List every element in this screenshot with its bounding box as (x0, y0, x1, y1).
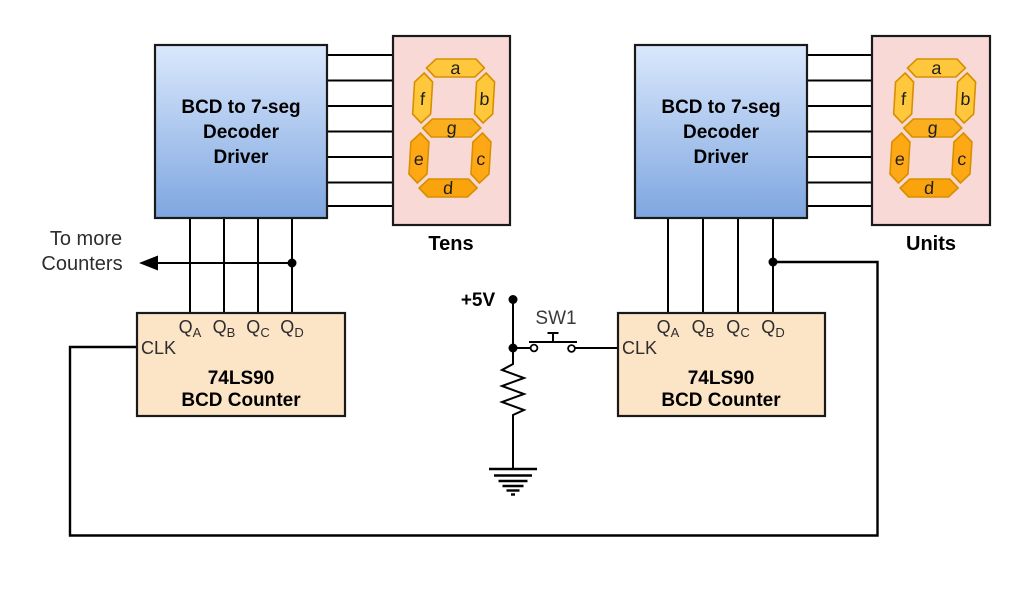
segment-b-label: b (960, 89, 971, 109)
segment-c (470, 131, 492, 185)
pin-qa: QA (179, 317, 202, 340)
decoder-label-line3: Driver (214, 147, 270, 168)
counter-type-label: BCD Counter (661, 390, 781, 411)
clock-input-network (489, 295, 618, 496)
segment-a (906, 58, 967, 78)
supply-5v-label: +5V (461, 290, 496, 311)
segment-e-label: e (894, 149, 905, 169)
to-more-counters-line1: To more (50, 228, 122, 250)
tens-segment-wires (327, 54, 394, 207)
switch-sw1-label: SW1 (535, 308, 576, 329)
decoder-box (633, 43, 809, 220)
decoder-label-line2: Decoder (683, 122, 760, 143)
tens-bcd-wires (189, 218, 293, 313)
segment-g (421, 118, 482, 138)
carry-feedback-wire (68, 257, 879, 537)
pulldown-resistor (499, 352, 527, 468)
segment-d-label: d (442, 178, 453, 198)
tens-display: a f b g e c d Tens (391, 34, 512, 255)
segment-g-label: g (927, 118, 938, 138)
segment-b (954, 71, 977, 125)
pin-clk: CLK (622, 338, 657, 358)
decoder-label-line1: BCD to 7-seg (661, 97, 780, 118)
units-caption: Units (906, 233, 956, 255)
units-segment-wires (807, 54, 873, 207)
segment-e (889, 131, 911, 185)
pin-clk: CLK (141, 338, 176, 358)
pin-qb: QB (692, 317, 715, 340)
units-counter-block: QA QB QC QD CLK 74LS90 BCD Counter (616, 311, 827, 418)
seven-segment-digit: a f b g e c d (408, 58, 496, 198)
counter-part-number: 74LS90 (688, 368, 755, 389)
segment-e-label: e (413, 149, 424, 169)
counter-box (616, 311, 827, 418)
pin-qc: QC (246, 317, 269, 340)
segment-c-label: c (476, 149, 486, 169)
arrowhead-left-icon (139, 255, 158, 271)
pin-qa: QA (657, 317, 680, 340)
ground-icon (489, 467, 537, 496)
segment-f (892, 71, 915, 125)
segment-d-label: d (923, 178, 934, 198)
counter-box (135, 311, 347, 418)
switch-terminal-left (529, 343, 539, 353)
segment-e (408, 131, 430, 185)
segment-d (417, 178, 479, 198)
pin-qd: QD (280, 317, 303, 340)
units-decoder-block: BCD to 7-seg Decoder Driver (633, 43, 809, 220)
tens-counter-block: QA QB QC QD CLK 74LS90 BCD Counter (135, 311, 347, 418)
tens-caption: Tens (428, 233, 473, 255)
segment-b-label: b (479, 89, 490, 109)
pin-qb: QB (213, 317, 236, 340)
segment-d (898, 178, 960, 198)
junction-dot (768, 257, 778, 267)
segment-f (411, 71, 434, 125)
segment-f-label: f (419, 89, 426, 109)
decoder-label-line2: Decoder (203, 122, 280, 143)
to-more-counters-line2: Counters (41, 253, 122, 275)
segment-g-label: g (446, 118, 457, 138)
segment-f-label: f (900, 89, 907, 109)
segment-a-label: a (931, 58, 943, 78)
seven-segment-digit: a f b g e c d (889, 58, 977, 198)
units-bcd-wires (667, 218, 774, 313)
counter-part-number: 74LS90 (208, 368, 275, 389)
wire (68, 260, 879, 537)
counter-type-label: BCD Counter (181, 390, 301, 411)
segment-c (951, 131, 973, 185)
segment-b (473, 71, 496, 125)
tens-decoder-block: BCD to 7-seg Decoder Driver (153, 43, 329, 220)
pin-qc: QC (726, 317, 749, 340)
segment-a-label: a (450, 58, 462, 78)
to-more-counters-arrow (139, 255, 297, 271)
pin-qd: QD (761, 317, 784, 340)
segment-g (902, 118, 963, 138)
supply-dot (508, 295, 518, 304)
pushbutton-switch (529, 332, 577, 353)
switch-terminal-right (567, 344, 576, 353)
decoder-label-line3: Driver (694, 147, 750, 168)
units-display: a f b g e c d Units (870, 34, 992, 255)
decoder-label-line1: BCD to 7-seg (181, 97, 300, 118)
decoder-box (153, 43, 329, 220)
resistor-zigzag (499, 352, 527, 468)
segment-a (425, 58, 486, 78)
junction-dot (287, 258, 297, 268)
segment-c-label: c (957, 149, 967, 169)
